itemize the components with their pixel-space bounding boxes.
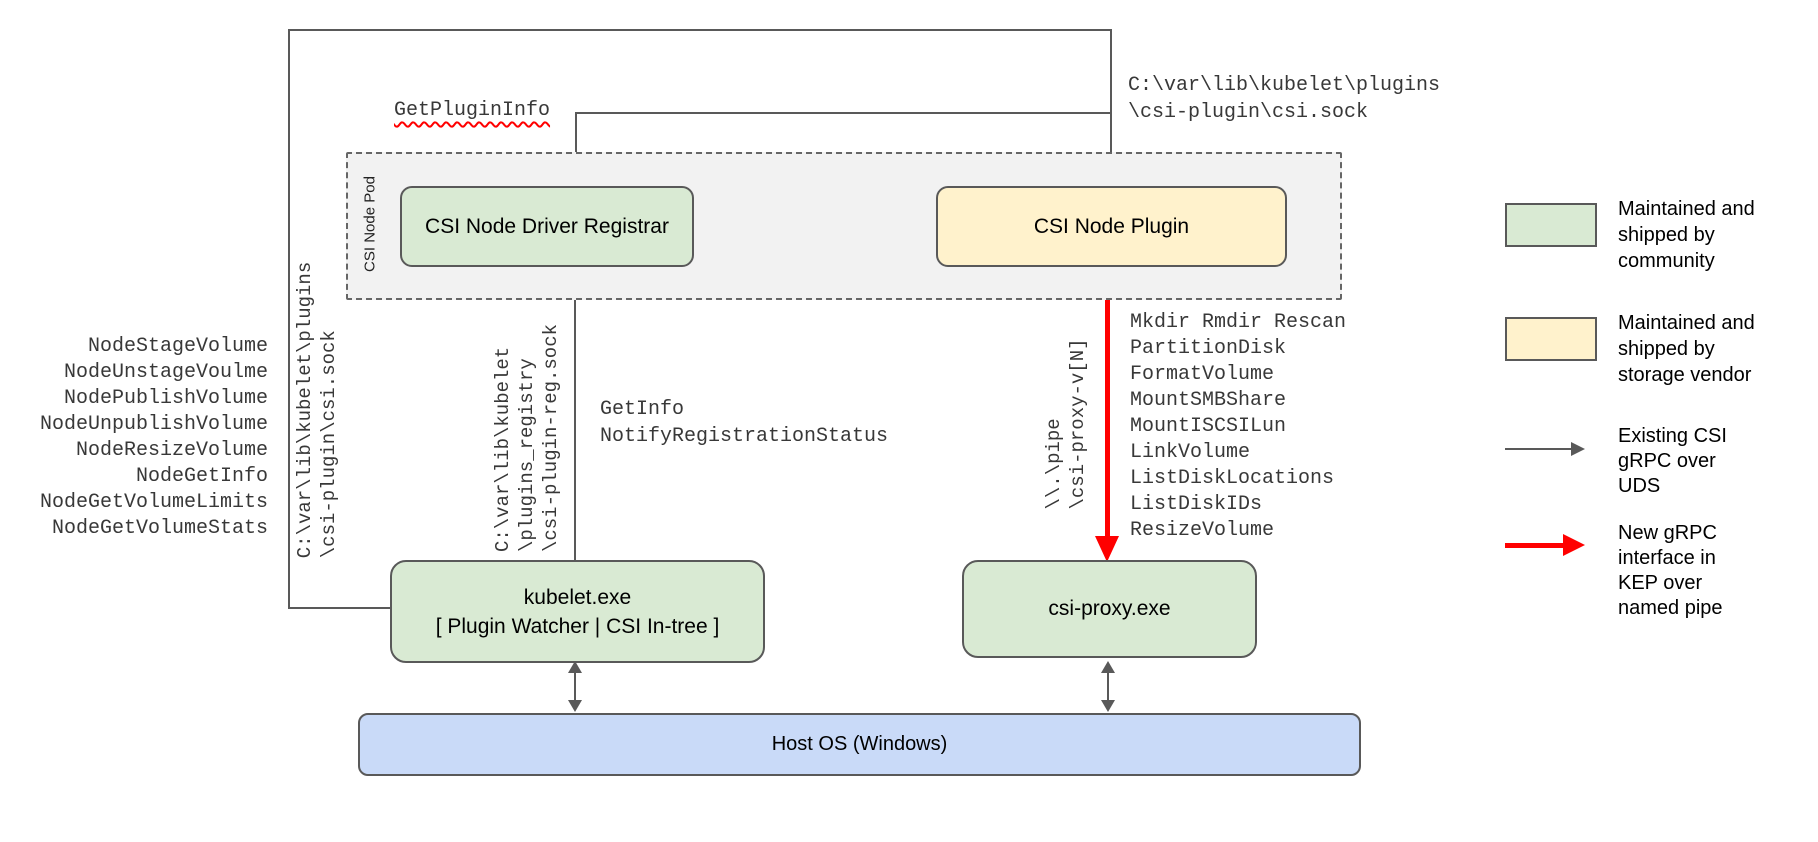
kubelet-box: kubelet.exe [ Plugin Watcher | CSI In-tr… [390,560,765,663]
edge-kubelet-plugin-right [1110,29,1112,176]
csi-node-driver-registrar-label: CSI Node Driver Registrar [425,214,669,238]
csi-proxy-box: csi-proxy.exe [962,560,1257,658]
list-item: C:\var\lib\kubelet\plugins [1128,74,1441,97]
edge-getplugininfo-vertical [575,112,577,186]
legend-text-vendor: Maintained and shipped by storage vendor [1618,310,1788,388]
edge-csiproxy-hostos [1107,670,1109,702]
list-item: \csi-plugin\csi.sock [1128,101,1369,124]
list-item: MountSMBShare [1130,389,1287,412]
list-item: NodeUnstageVoulme [63,361,268,384]
named-pipe-vertical-label: \\.\pipe\csi-proxy-v[N] [1042,338,1090,509]
list-item: C:\var\lib\kubelet [492,346,514,553]
edge-kubelet-plugin-stub [288,607,390,609]
list-item: MountISCSILun [1130,415,1287,438]
list-item: KEP over [1618,572,1703,594]
edge-getplugininfo-horizontal [576,112,1112,114]
legend-pipe-arrow [1505,543,1567,548]
arrowhead-into-csiproxy-red [1095,536,1119,562]
csi-node-plugin-box: CSI Node Plugin [936,186,1287,267]
list-item: C:\var\lib\kubelet\plugins [294,261,316,559]
list-item: ResizeVolume [1130,519,1275,542]
list-item: NodeGetInfo [135,465,268,488]
legend-uds-arrow [1505,448,1573,450]
list-item: Existing CSI [1618,425,1727,447]
getplugininfo-label: GetPluginInfo [394,99,551,122]
edge-kubelet-plugin-top [288,29,1112,31]
host-os-box: Host OS (Windows) [358,713,1361,776]
list-item: \csi-plugin\csi.sock [318,330,340,559]
list-item: NodeStageVolume [87,335,268,358]
arrowhead-kubelet-down [568,700,582,712]
list-item: interface in [1618,547,1716,569]
list-item: FormatVolume [1130,363,1275,386]
list-item: GetInfo [600,398,685,421]
legend-pipe-arrowhead [1563,534,1585,556]
edge-kubelet-plugin-left [288,29,290,609]
list-item: NodeResizeVolume [75,439,268,462]
list-item: ListDiskLocations [1130,467,1335,490]
list-item: shipped by [1618,338,1715,360]
list-item: shipped by [1618,224,1715,246]
list-item: NodeGetVolumeStats [51,517,268,540]
plugin-socket-path-label: C:\var\lib\kubelet\plugins \csi-plugin\cs… [1128,72,1440,126]
legend-swatch-community [1505,203,1597,247]
list-item: NodeGetVolumeLimits [39,491,268,514]
legend-text-community: Maintained and shipped by community [1618,196,1788,274]
csi-node-driver-registrar-box: CSI Node Driver Registrar [400,186,694,267]
list-item: \csi-plugin-reg.sock [540,323,562,553]
kubelet-sublabel: [ Plugin Watcher | CSI In-tree ] [435,614,720,638]
arrowhead-csiproxy-up [1101,661,1115,673]
csi-node-pod-label: CSI Node Pod [361,176,379,272]
arrowhead-csiproxy-down [1101,700,1115,712]
csi-node-plugin-label: CSI Node Plugin [1033,214,1190,238]
list-item: Maintained and [1618,312,1755,334]
legend-text-pipe: New gRPC interface in KEP over named pipe [1618,521,1748,621]
list-item: \plugins_registry [516,358,538,553]
list-item: Maintained and [1618,198,1755,220]
arrowhead-kubelet-up [568,661,582,673]
list-item: New gRPC [1618,522,1717,544]
kubelet-label: kubelet.exe [523,585,632,609]
list-item: NotifyRegistrationStatus [600,425,889,448]
list-item: storage vendor [1618,364,1752,386]
list-item: ListDiskIDs [1130,493,1263,516]
legend-swatch-vendor [1505,317,1597,361]
edge-plugin-csiproxy-red [1105,262,1110,540]
list-item: \\.\pipe [1043,418,1065,510]
list-item: NodePublishVolume [63,387,268,410]
csi-proxy-label: csi-proxy.exe [1048,597,1171,620]
list-item: UDS [1618,475,1661,497]
list-item: gRPC over [1618,450,1716,472]
plugin-socket-vertical-label: C:\var\lib\kubelet\plugins\csi-plugin\cs… [293,262,341,558]
list-item: LinkVolume [1130,441,1251,464]
list-item: PartitionDisk [1130,337,1287,360]
edge-kubelet-registrar [574,274,576,560]
list-item: NodeUnpublishVolume [39,413,268,436]
registry-socket-vertical-label: C:\var\lib\kubelet\plugins_registry\csi-… [491,324,563,552]
edge-kubelet-hostos [574,670,576,702]
list-item: named pipe [1618,597,1723,619]
list-item: \csi-proxy-v[N] [1067,338,1089,510]
host-os-label: Host OS (Windows) [771,733,948,755]
list-item: community [1618,250,1715,272]
list-item: Mkdir Rmdir Rescan [1130,311,1347,334]
legend-uds-arrowhead [1571,442,1585,456]
